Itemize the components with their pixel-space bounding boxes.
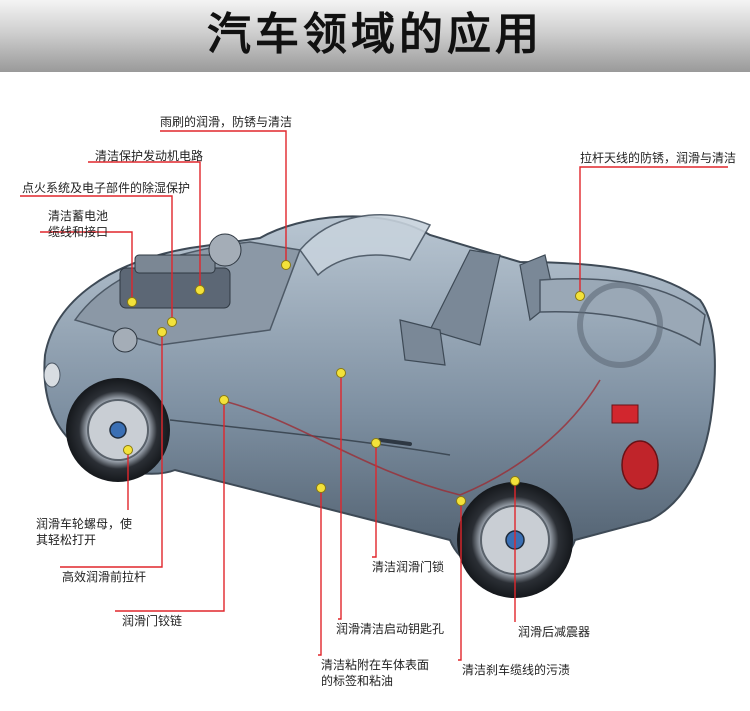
brake-cable-line [219, 379, 601, 496]
hotspot-body-surface [316, 483, 326, 493]
windshield-frame [299, 214, 432, 277]
head-light [43, 362, 61, 388]
leader-line-ignition [20, 195, 173, 322]
seats [399, 249, 556, 366]
hotspot-battery [127, 297, 137, 307]
leader-lines [20, 130, 728, 661]
callout-line: 润滑清洁启动钥匙孔 [336, 622, 445, 636]
callout-engine-circuit: 清洁保护发动机电路 [95, 148, 203, 164]
hotspot-front-lever [157, 327, 167, 337]
engine-block [112, 233, 242, 353]
leader-line-engine-circuit [88, 161, 201, 290]
callout-line: 缆线和接口 [48, 225, 109, 239]
callout-line: 拉杆天线的防锈，润滑与清洁 [580, 151, 737, 165]
callout-line: 点火系统及电子部件的除湿保护 [22, 181, 191, 195]
callout-line: 雨刷的润滑，防锈与清洁 [160, 115, 293, 129]
callout-line: 高效润滑前拉杆 [62, 570, 147, 584]
callout-door-lock: 清洁润滑门锁 [372, 559, 444, 575]
callout-line: 清洁润滑门锁 [372, 560, 445, 574]
page-title: 汽车领域的应用 [207, 9, 543, 60]
leader-line-battery [40, 231, 133, 302]
brake-light-box [611, 404, 639, 424]
front-wheel [66, 378, 170, 482]
leader-line-door-hinge [115, 400, 225, 612]
hotspot-rear-damper [510, 476, 520, 486]
spare-wheel [577, 282, 663, 368]
hotspot-door-hinge [219, 395, 229, 405]
callout-door-hinge: 润滑门铰链 [122, 613, 182, 629]
hotspot-ignition [167, 317, 177, 327]
callout-line: 清洁蓄电池 [48, 209, 109, 223]
leader-line-brake-cable [458, 501, 462, 661]
callout-line: 润滑车轮螺母，使 [36, 517, 133, 531]
tail-light [621, 440, 659, 490]
callout-line: 的标签和粘油 [321, 674, 394, 688]
hotspot-engine-circuit [195, 285, 205, 295]
door-handle [378, 438, 412, 446]
leader-line-antenna [579, 166, 728, 296]
callout-antenna: 拉杆天线的防锈，润滑与清洁 [580, 150, 736, 166]
leader-line-front-lever [60, 332, 163, 568]
callout-front-lever: 高效润滑前拉杆 [62, 569, 146, 585]
callout-key-hole: 润滑清洁启动钥匙孔 [336, 621, 444, 637]
leader-line-key-hole [338, 373, 342, 620]
hotspots [123, 260, 585, 506]
callout-line: 清洁保护发动机电路 [95, 149, 204, 163]
title-banner: 汽车领域的应用 [0, 0, 750, 72]
hotspot-brake-cable [456, 496, 466, 506]
callout-battery: 清洁蓄电池缆线和接口 [48, 208, 108, 240]
hotspot-wiper [281, 260, 291, 270]
callout-line: 润滑门铰链 [122, 614, 183, 628]
callout-rear-damper: 润滑后减震器 [518, 624, 590, 640]
hotspot-wheel-nut [123, 445, 133, 455]
hotspot-door-lock [371, 438, 381, 448]
callout-wiper: 雨刷的润滑，防锈与清洁 [160, 114, 292, 130]
leader-line-door-lock [372, 443, 377, 558]
callout-line: 润滑后减震器 [518, 625, 591, 639]
callout-wheel-nut: 润滑车轮螺母，使其轻松打开 [36, 516, 132, 548]
hotspot-key-hole [336, 368, 346, 378]
leader-line-wiper [160, 130, 287, 265]
hotspot-antenna [575, 291, 585, 301]
callout-line: 清洁粘附在车体表面 [321, 658, 430, 672]
callout-line: 清洁刹车缆线的污渍 [462, 663, 571, 677]
callout-body-surface: 清洁粘附在车体表面的标签和粘油 [321, 657, 429, 689]
leader-line-body-surface [318, 488, 322, 656]
callout-brake-cable: 清洁刹车缆线的污渍 [462, 662, 570, 678]
callout-ignition: 点火系统及电子部件的除湿保护 [22, 180, 190, 196]
callout-line: 其轻松打开 [36, 533, 97, 547]
